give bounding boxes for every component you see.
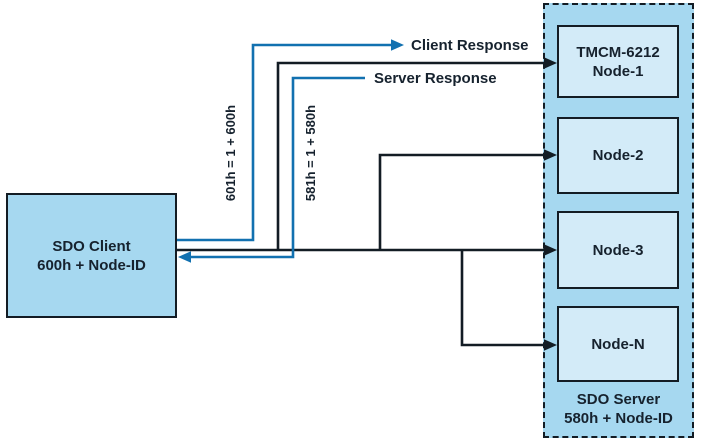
node-box-tmcm-6212: TMCM-6212 Node-1 [557, 25, 679, 98]
sdo-server-cob-id: 580h + Node-ID [564, 410, 673, 427]
sdo-client-title: SDO Client [52, 237, 131, 255]
server-response-arrowhead [178, 251, 191, 263]
node-box-n: Node-N [557, 306, 679, 382]
sdo-server-title: SDO Server [576, 391, 661, 408]
node-n-label: Node-N [591, 335, 645, 353]
sdo-client-cob-id: 600h + Node-ID [37, 256, 146, 274]
node-1-line2: Node-1 [592, 62, 644, 80]
node-3-label: Node-3 [592, 241, 644, 259]
sdo-server-group: TMCM-6212 Node-1 Node-2 Node-3 Node-N SD… [543, 3, 694, 438]
server-response-label: Server Response [374, 70, 497, 87]
node-1-line1: TMCM-6212 [576, 43, 660, 61]
server-cob-id-label: 581h = 1 + 580h [303, 104, 318, 202]
client-response-label: Client Response [411, 37, 529, 54]
node-2-label: Node-2 [592, 147, 644, 164]
client-response-line [177, 43, 392, 242]
sdo-server-label: SDO Server 580h + Node-ID [545, 390, 692, 428]
server-response-line [190, 76, 365, 259]
node-box-2: Node-2 [557, 117, 679, 194]
request-node2-line [378, 153, 545, 250]
node-box-3: Node-3 [557, 211, 679, 289]
sdo-client-box: SDO Client 600h + Node-ID [6, 193, 177, 318]
client-cob-id-label: 601h = 1 + 600h [223, 104, 238, 202]
client-response-arrowhead [391, 39, 404, 51]
request-noden-line [460, 250, 545, 347]
